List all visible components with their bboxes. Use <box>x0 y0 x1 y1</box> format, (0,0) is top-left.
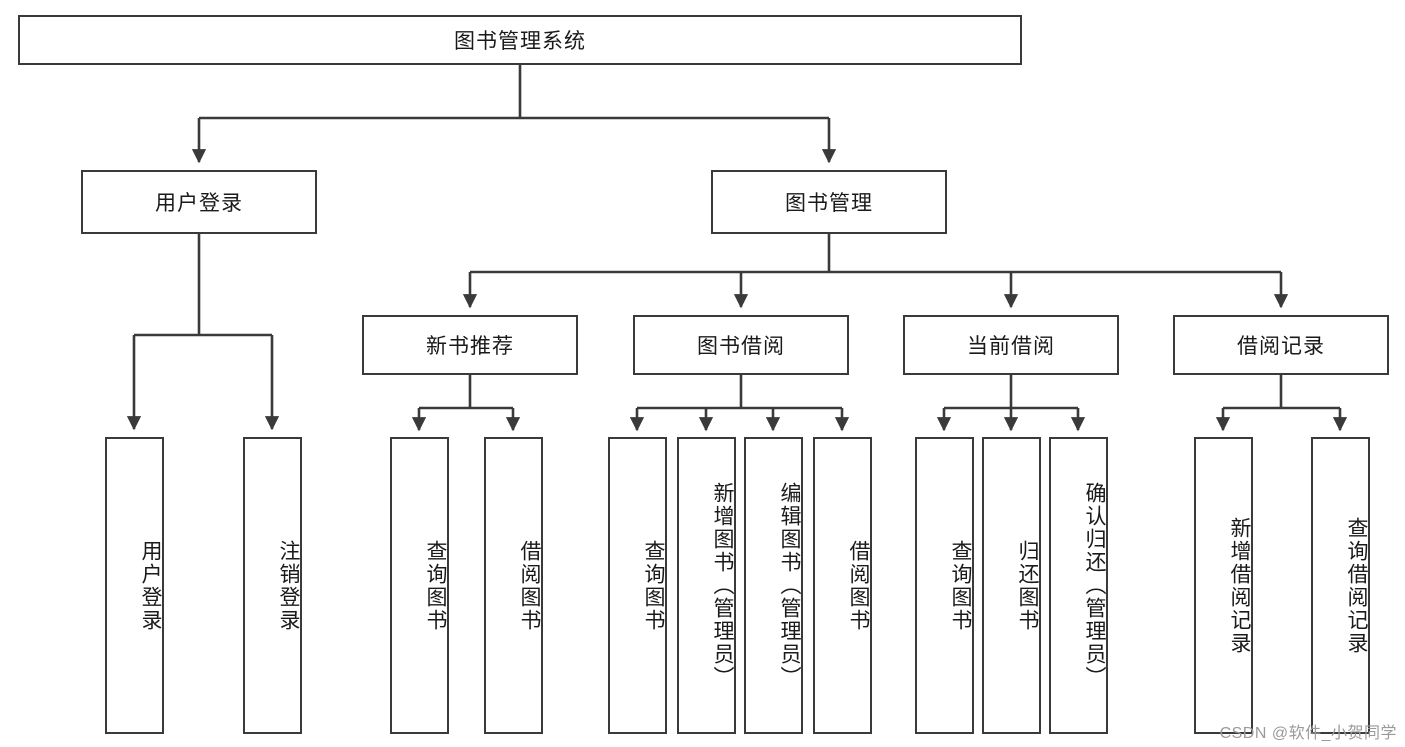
leaf-recommend-query-book[interactable]: 查询图书 <box>390 437 449 734</box>
node-user-login[interactable]: 用户登录 <box>81 170 317 234</box>
leaf-record-add-record[interactable]: 新增借阅记录 <box>1194 437 1253 734</box>
node-label: 图书管理 <box>785 192 873 215</box>
leaf-record-query-record[interactable]: 查询借阅记录 <box>1311 437 1370 734</box>
node-current-borrow[interactable]: 当前借阅 <box>903 315 1119 375</box>
node-label: 当前借阅 <box>967 335 1055 358</box>
leaf-current-confirm-return-admin[interactable]: 确认归还（管理员） <box>1049 437 1108 734</box>
node-borrow-record[interactable]: 借阅记录 <box>1173 315 1389 375</box>
leaf-borrow-add-book-admin[interactable]: 新增图书（管理员） <box>677 437 736 734</box>
node-label: 新增借阅记录 <box>1228 516 1251 655</box>
node-label: 新书推荐 <box>426 335 514 358</box>
leaf-current-query-book[interactable]: 查询图书 <box>915 437 974 734</box>
node-label: 新增图书（管理员） <box>711 482 734 689</box>
node-book-borrow[interactable]: 图书借阅 <box>633 315 849 375</box>
node-book-management[interactable]: 图书管理 <box>711 170 947 234</box>
node-label: 图书管理系统 <box>454 30 586 53</box>
node-label: 用户登录 <box>155 192 243 215</box>
node-label: 查询图书 <box>424 539 447 632</box>
node-label: 查询图书 <box>949 539 972 632</box>
node-root-system[interactable]: 图书管理系统 <box>18 15 1022 65</box>
leaf-current-return-book[interactable]: 归还图书 <box>982 437 1041 734</box>
node-label: 图书借阅 <box>697 335 785 358</box>
node-label: 编辑图书（管理员） <box>778 482 801 689</box>
node-label: 借阅图书 <box>518 539 541 632</box>
node-label: 借阅图书 <box>847 539 870 632</box>
node-label: 查询借阅记录 <box>1345 516 1368 655</box>
leaf-borrow-query-book[interactable]: 查询图书 <box>608 437 667 734</box>
node-label: 用户登录 <box>139 539 162 632</box>
leaf-recommend-borrow-book[interactable]: 借阅图书 <box>484 437 543 734</box>
node-label: 确认归还（管理员） <box>1083 482 1106 689</box>
node-label: 借阅记录 <box>1237 335 1325 358</box>
leaf-borrow-borrow-book[interactable]: 借阅图书 <box>813 437 872 734</box>
leaf-borrow-edit-book-admin[interactable]: 编辑图书（管理员） <box>744 437 803 734</box>
node-new-book-recommend[interactable]: 新书推荐 <box>362 315 578 375</box>
node-label: 查询图书 <box>642 539 665 632</box>
leaf-user-login-login[interactable]: 用户登录 <box>105 437 164 734</box>
watermark: CSDN @软件_小贺同学 <box>1219 725 1397 742</box>
node-label: 注销登录 <box>277 539 300 632</box>
node-label: 归还图书 <box>1016 539 1039 632</box>
leaf-user-login-logout[interactable]: 注销登录 <box>243 437 302 734</box>
